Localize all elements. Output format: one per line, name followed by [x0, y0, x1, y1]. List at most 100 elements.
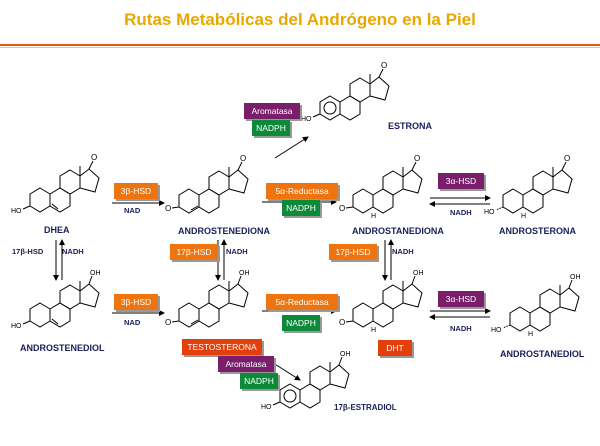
structure-dhea: HO O: [11, 153, 100, 215]
double-bond: [190, 205, 199, 211]
ring-a: [352, 302, 374, 328]
atom-oh: OH: [340, 351, 351, 358]
structure-androstenediona: OO: [165, 154, 249, 214]
atom-o: O: [564, 154, 570, 163]
ring-a: [352, 188, 374, 214]
ring-b: [49, 187, 71, 213]
atom-h: H: [528, 331, 533, 338]
cofactor-nadh-bottom-right: NADH: [450, 324, 472, 333]
ring-d: [402, 283, 423, 308]
cofactor-nadph-bottom: NADPH: [282, 315, 320, 331]
ring-b: [372, 188, 394, 214]
ring-c: [382, 170, 404, 196]
atom-h: H: [371, 213, 376, 220]
atom-o: O: [381, 61, 387, 70]
atom-oh: OH: [570, 274, 581, 281]
ring-c: [59, 284, 81, 310]
ring-d: [559, 287, 580, 312]
atom-ho: HO: [261, 404, 272, 411]
atom-o: O: [339, 318, 345, 327]
ring-a: [29, 302, 51, 328]
enzyme-3b-hsd-top: 3β-HSD: [114, 183, 158, 199]
atom-o: O: [165, 204, 171, 213]
cofactor-nadh-middle: NADH: [226, 247, 248, 256]
ring-b: [198, 302, 220, 328]
atom-o: O: [91, 153, 97, 162]
cofactor-nadh-left: NADH: [62, 247, 84, 256]
ring-b: [372, 302, 394, 328]
ring-d: [552, 169, 573, 194]
ring-a: [29, 187, 51, 213]
ring-c: [539, 288, 561, 314]
atom-ho: HO: [491, 327, 502, 334]
aromatic-ring: [283, 389, 297, 403]
atom-o: O: [240, 154, 246, 163]
structure-estradiol: HO OH: [261, 351, 351, 411]
atom-o: O: [414, 154, 420, 163]
label-estradiol: 17β-ESTRADIOL: [334, 403, 397, 412]
ring-d: [369, 76, 390, 101]
cofactor-nadh-top-right: NADH: [450, 208, 472, 217]
ring-b: [198, 188, 220, 214]
enzyme-3a-hsd-bottom: 3α-HSD: [438, 291, 484, 307]
atom-ho: HO: [301, 116, 312, 123]
label-androstenediona: ANDROSTENEDIONA: [178, 226, 271, 236]
ring-c: [532, 170, 554, 196]
atom-oh: OH: [239, 270, 250, 277]
structure-androstanediol: HO H OH: [491, 274, 581, 338]
ring-b: [529, 306, 551, 332]
structure-testosterona: O OH: [165, 270, 250, 328]
ring-b: [299, 383, 321, 409]
enzyme-3b-hsd-bottom: 3β-HSD: [114, 294, 158, 310]
label-androsterona: ANDROSTERONA: [499, 226, 577, 236]
ring-a: [279, 383, 301, 409]
box-dht: DHT: [378, 340, 412, 356]
aromatic-ring: [323, 101, 337, 115]
ring-d: [329, 364, 350, 389]
enzyme-aromatase-top: Aromatasa: [244, 103, 300, 119]
ring-d: [402, 169, 423, 194]
arrow-androstenediona-to-estrona: [274, 136, 309, 159]
ring-a: [502, 188, 524, 214]
double-bond: [51, 318, 59, 325]
ring-c: [208, 170, 230, 196]
box-testosterona: TESTOSTERONA: [182, 339, 262, 355]
enzyme-17b-hsd-right: 17β-HSD: [329, 244, 377, 260]
label-androstanediona: ANDROSTANEDIONA: [352, 226, 444, 236]
atom-h: H: [521, 213, 526, 220]
ring-d: [228, 283, 249, 308]
atom-o: O: [165, 318, 171, 327]
ring-a: [178, 188, 200, 214]
enzyme-5a-reductase-bottom: 5α-Reductasa: [266, 294, 338, 310]
cofactor-nadph-estradiol: NADPH: [240, 373, 278, 389]
title-divider-accent: [0, 47, 600, 48]
ring-c: [208, 284, 230, 310]
atom-ho: HO: [11, 323, 22, 330]
cofactor-nad-bottom: NAD: [124, 318, 141, 327]
enzyme-aromatase-bottom: Aromatasa: [218, 356, 274, 372]
atom-ho: HO: [11, 208, 22, 215]
ring-c: [309, 365, 331, 391]
atom-o: O: [339, 204, 345, 213]
ring-c: [349, 77, 371, 103]
atom-h: H: [371, 327, 376, 334]
label-androstanediol: ANDROSTANEDIOL: [500, 349, 585, 359]
ring-b: [522, 188, 544, 214]
title-divider: [0, 44, 600, 46]
enzyme-3a-hsd-top: 3α-HSD: [438, 173, 484, 189]
cofactor-nad-top: NAD: [124, 206, 141, 215]
ring-d: [79, 168, 100, 193]
ring-d: [79, 283, 100, 308]
ring-d: [228, 169, 249, 194]
enzyme-17b-hsd-left: 17β-HSD: [12, 247, 44, 256]
ring-a: [509, 306, 531, 332]
enzyme-5a-reductase-top: 5α-Reductasa: [266, 183, 338, 199]
double-bond: [51, 203, 59, 210]
label-androstenediol: ANDROSTENEDIOL: [20, 343, 105, 353]
ring-c: [59, 169, 81, 195]
structure-androstenediol: HO OH: [11, 270, 101, 330]
atom-oh: OH: [90, 270, 101, 277]
ring-a: [178, 302, 200, 328]
